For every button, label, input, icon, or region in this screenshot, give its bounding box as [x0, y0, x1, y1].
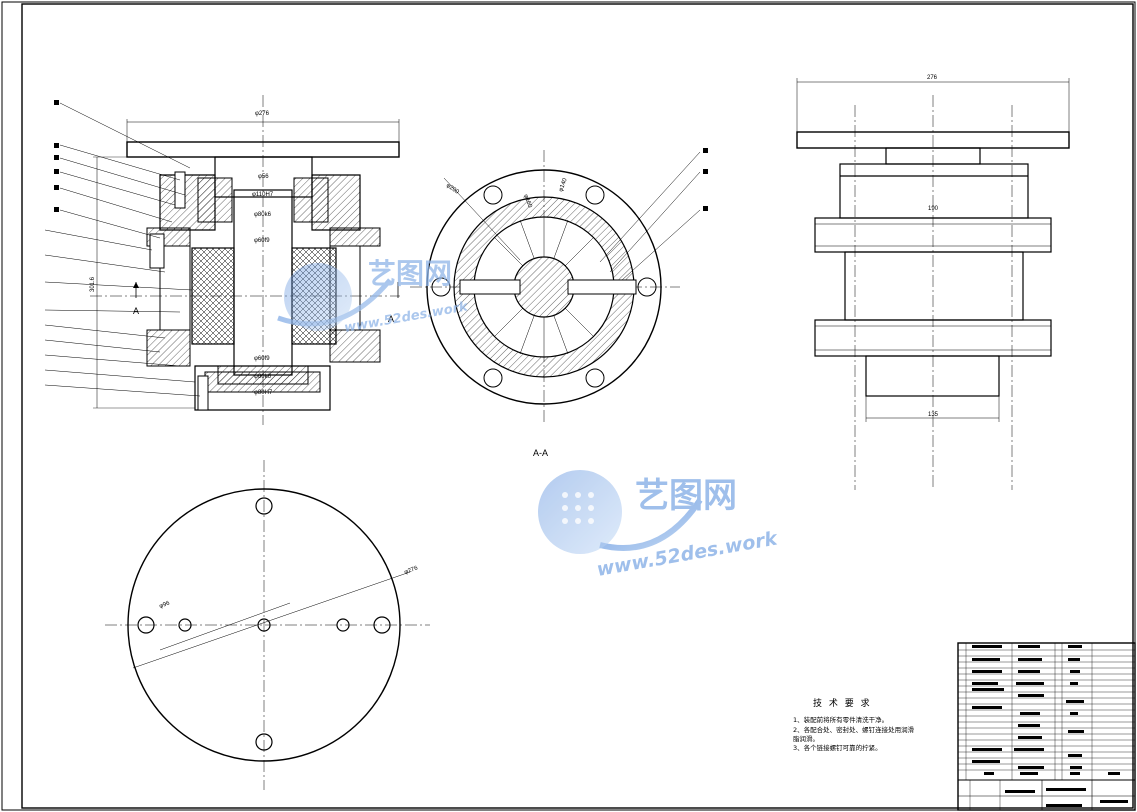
bottom-plan-view — [105, 460, 430, 790]
dim-front-d4: φ60f9 — [254, 238, 270, 244]
dim-section-d1: φ200 — [445, 183, 460, 196]
tech-req-item-4: 3、各个链接螺钉可靠的拧紧。 — [793, 743, 882, 752]
watermark-name: 艺图网 — [635, 476, 737, 516]
dim-side-top: 276 — [927, 75, 938, 81]
watermark-center: 艺图网 www.52des.work — [538, 470, 780, 581]
watermark-small: 艺图网 www.52des.work — [277, 257, 470, 336]
watermark-url: www.52des.work — [595, 527, 780, 581]
front-view-dims: φ276 φ56 φ110H7 φ80k6 φ60f9 φ60f9 φ60k6 … — [90, 111, 394, 396]
dim-front-top: φ276 — [255, 111, 270, 117]
bottom-view-dims: φ276 φ96 — [159, 565, 420, 610]
section-view-a-a — [410, 148, 708, 425]
dim-bottom-pcd: φ96 — [159, 600, 172, 609]
watermark-name-small: 艺图网 — [368, 257, 452, 290]
dim-front-d2: φ110H7 — [252, 192, 274, 198]
technical-requirements: 技 术 要 求 1、装配前将所有零件清洗干净。 2、各配合处、密封处、螺钉连接处… — [793, 697, 915, 752]
dim-side-mid: 190 — [928, 206, 939, 212]
tech-req-item-2: 2、各配合处、密封处、螺钉连接处用润滑 — [793, 725, 915, 734]
section-view-title: A-A — [533, 448, 548, 458]
dim-section-d2: φ160 — [522, 194, 533, 210]
side-view-dims: 276 190 135 — [927, 75, 939, 418]
tech-req-item-1: 1、装配前将所有零件清洗干净。 — [793, 715, 888, 724]
dim-front-d1: φ56 — [258, 174, 269, 180]
dim-front-height: 301.6 — [90, 276, 96, 292]
section-label-right: A — [388, 314, 394, 324]
tech-req-item-3: 脂润滑。 — [793, 734, 819, 743]
section-label-left: A — [133, 306, 139, 316]
tech-req-title: 技 术 要 求 — [813, 697, 872, 709]
dim-front-d7: φ80H7 — [254, 390, 273, 396]
dim-front-d5: φ60f9 — [254, 356, 270, 362]
dim-bottom-dia: φ276 — [404, 565, 420, 576]
inner-frame — [21, 3, 1134, 809]
side-view — [796, 78, 1070, 490]
title-block — [957, 642, 1136, 811]
front-section-view — [44, 95, 400, 425]
dim-section-d3: φ140 — [558, 177, 569, 193]
dim-front-d3: φ80k6 — [254, 212, 272, 218]
dim-front-d6: φ60k6 — [254, 374, 272, 380]
dim-side-bottom: 135 — [928, 412, 939, 418]
